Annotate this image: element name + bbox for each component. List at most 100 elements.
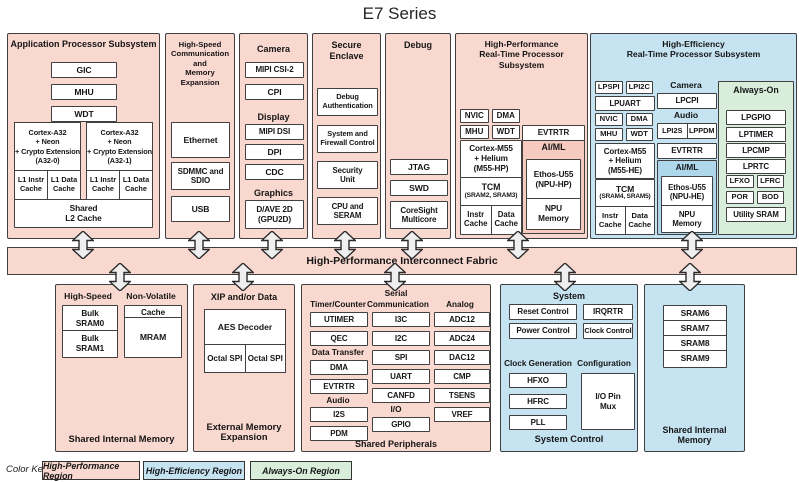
- lfxo-lfrc-row: LFXO LFRC: [726, 175, 784, 188]
- cortex-a32-0-cluster: Cortex-A32 + Neon + Crypto Extension (A3…: [14, 122, 81, 200]
- lptimer-box: LPTIMER: [726, 127, 786, 142]
- aiml-header: AI/ML: [675, 162, 699, 172]
- npu-memory-box: NPU Memory: [526, 198, 581, 230]
- l1-instr-cache: L1 Instr Cache: [89, 175, 117, 193]
- secure-enclave-block: Secure Enclave Debug Authentication Syst…: [312, 33, 381, 239]
- external-memory-expansion-block: XIP and/or Data AES Decoder Octal SPI Oc…: [193, 284, 295, 452]
- nvic-dma-row: NVIC DMA: [460, 109, 520, 123]
- connector-arrow: [554, 263, 576, 291]
- gpu2d-box: D/AVE 2D (GPU2D): [245, 200, 304, 229]
- configuration-header: Configuration: [577, 359, 631, 368]
- tsens-box: TSENS: [434, 388, 490, 403]
- pdm-box: PDM: [310, 426, 368, 441]
- color-key-label: Color Key:: [6, 464, 51, 475]
- connector-arrow: [188, 231, 210, 259]
- block-title: Secure Enclave: [329, 40, 364, 61]
- cache-cells: Instr Cache Data Cache: [595, 206, 655, 235]
- lpgpio-box: LPGPIO: [726, 110, 786, 125]
- cmp-box: CMP: [434, 369, 490, 384]
- block-title: Application Processor Subsystem: [10, 39, 157, 49]
- coresight-multicore-box: CoreSight Multicore: [390, 201, 448, 229]
- data-transfer-header: Data Transfer: [311, 348, 365, 357]
- block-label: Shared Peripherals: [354, 438, 438, 449]
- cpu-cluster-row: Cortex-A32 + Neon + Crypto Extension (A3…: [14, 122, 153, 200]
- shared-peripherals-block: Serial Timer/Counter UTIMER QEC Data Tra…: [301, 284, 491, 452]
- analog-header: Analog: [446, 300, 474, 309]
- io-header: I/O: [390, 405, 402, 414]
- bod-box: BOD: [756, 191, 784, 204]
- connector-arrow: [232, 263, 254, 291]
- aes-decoder-cell: AES Decoder: [205, 310, 285, 345]
- lpcmp-box: LPCMP: [726, 143, 786, 158]
- timer-counter-header: Timer/Counter: [310, 300, 366, 309]
- camera-display-graphics-block: Camera MIPI CSI-2 CPI Display MIPI DSI D…: [239, 33, 308, 239]
- serial-header: Serial: [384, 288, 408, 298]
- lpi2s-cell: LPI2S: [662, 125, 683, 135]
- evtrtr-box: EVTRTR: [310, 379, 368, 394]
- spi-box: SPI: [372, 350, 430, 365]
- lppdm-cell: LPPDM: [686, 124, 717, 138]
- debug-block: Debug JTAG SWD CoreSight Multicore: [385, 33, 451, 239]
- nvic-dma-row: NVIC DMA: [595, 113, 653, 126]
- system-control-block: System Reset Control IRQRTR Power Contro…: [500, 284, 638, 452]
- high-speed-header: High-Speed: [64, 291, 112, 301]
- cortex-m55-he-box: Cortex-M55 + Helium (M55-HE): [595, 143, 655, 179]
- canfd-box: CANFD: [372, 388, 430, 403]
- connector-arrow: [261, 231, 283, 259]
- cpi-box: CPI: [245, 84, 304, 100]
- octal-spi-row: Octal SPI Octal SPI: [205, 344, 285, 372]
- block-title: Debug: [404, 40, 432, 50]
- mipi-csi2-box: MIPI CSI-2: [245, 62, 304, 78]
- aiml-header: AI/ML: [541, 142, 566, 152]
- cortex-a32-1-label: Cortex-A32 + Neon + Crypto Extension (A3…: [87, 127, 152, 165]
- dac12-box: DAC12: [434, 350, 490, 365]
- connector-arrow: [681, 231, 703, 259]
- cortex-a32-0-label: Cortex-A32 + Neon + Crypto Extension (A3…: [15, 127, 80, 165]
- jtag-box: JTAG: [390, 159, 448, 175]
- system-header: System: [552, 291, 586, 301]
- evtrtr-box: EVTRTR: [522, 125, 585, 141]
- wdt-box: WDT: [491, 125, 520, 139]
- mhu-wdt-row: MHU WDT: [460, 125, 520, 139]
- connector-arrow: [384, 263, 406, 291]
- system-firewall-control-box: System and Firewall Control: [317, 125, 378, 153]
- clock-control-box: Clock Control: [583, 323, 633, 339]
- hp-rt-processor-subsystem-block: High-Performance Real-Time Processor Sub…: [455, 33, 588, 239]
- block-label: System Control: [534, 434, 604, 445]
- power-control-box: Power Control: [509, 323, 577, 339]
- lpspi-lpi2c-row: LPSPI LPI2C: [595, 81, 653, 94]
- utimer-box: UTIMER: [310, 312, 368, 327]
- lpi2c-box: LPI2C: [625, 81, 653, 94]
- l1-instr-cache: L1 Instr Cache: [17, 175, 45, 193]
- data-cache-cell: Data Cache: [490, 206, 522, 234]
- hs-comm-mem-expansion-block: High-Speed Communication and Memory Expa…: [165, 33, 235, 239]
- mram-box: MRAM: [124, 317, 182, 358]
- mhu-box: MHU: [51, 84, 117, 100]
- always-on-header: Always-On: [733, 85, 779, 95]
- block-title: High-Efficiency Real-Time Processor Subs…: [626, 39, 761, 60]
- key-high-performance-region: High-Performance Region: [42, 461, 140, 481]
- camera-header: Camera: [670, 80, 702, 90]
- tcm-box: TCM (SRAM4, SRAM5): [595, 179, 655, 207]
- he-rt-processor-subsystem-block: High-Efficiency Real-Time Processor Subs…: [590, 33, 797, 239]
- connector-arrow: [507, 231, 529, 259]
- hfxo-box: HFXO: [509, 373, 567, 388]
- ethernet-box: Ethernet: [171, 122, 230, 158]
- adc24-box: ADC24: [434, 331, 490, 346]
- bulk-sram1-box: Bulk SRAM1: [62, 330, 118, 358]
- cache-cells: Instr Cache Data Cache: [460, 205, 522, 235]
- page-title: E7 Series: [362, 4, 437, 23]
- clock-generation-header: Clock Generation: [504, 359, 572, 368]
- i2c-box: I2C: [372, 331, 430, 346]
- display-header: Display: [257, 112, 290, 122]
- xip-container: AES Decoder Octal SPI Octal SPI: [204, 309, 286, 373]
- instr-cache-cell: Instr Cache: [598, 210, 622, 229]
- l1-data-cache: L1 Data Cache: [47, 171, 80, 199]
- irqrtr-box: IRQRTR: [583, 304, 633, 320]
- connector-arrow: [334, 231, 356, 259]
- l1-data-cache: L1 Data Cache: [119, 171, 152, 199]
- connector-arrow: [109, 263, 131, 291]
- block-label: External Memory Expansion: [206, 421, 282, 443]
- security-unit-box: Security Unit: [317, 161, 378, 189]
- communication-header: Communication: [367, 300, 429, 309]
